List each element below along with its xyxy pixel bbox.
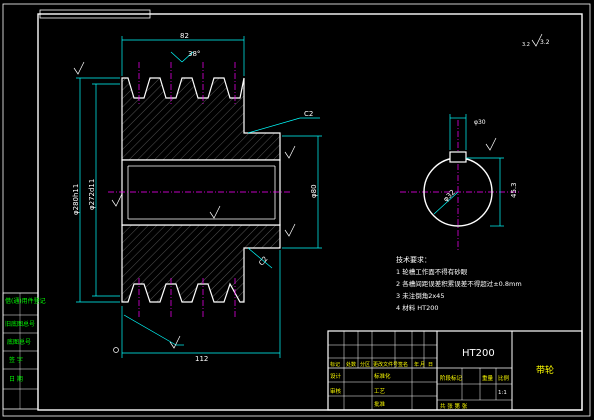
dim-length-bottom: 112 [195,355,208,363]
title-review-label: 审核 [330,387,342,395]
side-label-old-drawing: 旧底图总号 [5,320,35,328]
title-process-label: 工艺 [374,388,386,395]
dim-root-dia: φ272d11 [88,179,96,210]
pulley-bore [121,159,281,226]
tech-item-1: 1 轮槽工作面不得有砂眼 [396,267,468,276]
hub-end-view [400,114,520,250]
side-label-date: 日 期 [9,375,23,383]
title-row-label: 更改文件号 [373,361,398,368]
side-label-drawing-no: 底图总号 [7,338,31,346]
title-scale-label: 比例 [498,374,510,382]
title-row-label: 处数 [346,361,356,368]
title-weight-label: 重量 [482,374,494,382]
dim-keyway-depth: 45.3 [510,182,518,198]
title-row-label: 标记 [330,361,340,368]
title-stage-label: 阶段标记 [440,374,463,382]
title-block [327,330,583,411]
side-binding-table: 借(通)用件登记 旧底图总号 底图总号 签 字 日 期 [2,292,46,410]
dim-small-top: φ30 [474,119,486,126]
dim-width-top: 82 [180,32,189,40]
tech-item-3: 3 未注倒角2x45 [396,291,444,300]
title-row-label: 分区 [360,361,370,368]
top-left-code-box [39,9,151,19]
title-row-label: 月 [420,362,425,368]
inner-frame [37,13,583,411]
dim-chamfer-top: C2 [304,110,313,118]
roughness-other-label: 3.2 [522,42,530,48]
datum-circle [113,347,119,353]
title-row-label: 签名 [398,361,408,368]
title-sheet-label: 共 张 第 张 [440,402,468,410]
tech-title: 技术要求： [396,255,431,264]
title-scale-value: 1:1 [498,390,507,396]
dim-outer-dia: φ280h11 [72,184,80,215]
title-material: HT200 [462,348,495,359]
side-label-borrow: 借(通)用件登记 [5,297,46,305]
main-dimensions [76,36,322,358]
roughness-symbols [73,33,543,349]
title-std-label: 标准化 [374,372,391,380]
title-row-labels: 标记 处数 分区 更改文件号 签名 年 月 日 [330,361,433,368]
outer-frame [2,3,591,417]
technical-requirements: 技术要求： 1 轮槽工作面不得有砂眼 2 各槽间距误差积累误差不得超过±0.8m… [396,255,522,312]
tech-item-2: 2 各槽间距误差积累误差不得超过±0.8mm [396,279,522,288]
tech-item-4: 4 材料 HT200 [396,303,439,312]
title-row-label: 日 [428,362,433,368]
title-design-label: 设计 [330,372,342,380]
side-label-sign: 签 字 [9,356,23,364]
dim-angle: 38° [188,50,200,58]
title-approve-label: 批准 [374,400,386,408]
dim-hub-dia: φ80 [310,184,318,198]
title-part-name: 带轮 [536,364,554,376]
roughness-note-top-right: 3.2 [540,39,550,46]
title-row-label: 年 [414,361,419,368]
groove-center-lines [108,62,292,318]
